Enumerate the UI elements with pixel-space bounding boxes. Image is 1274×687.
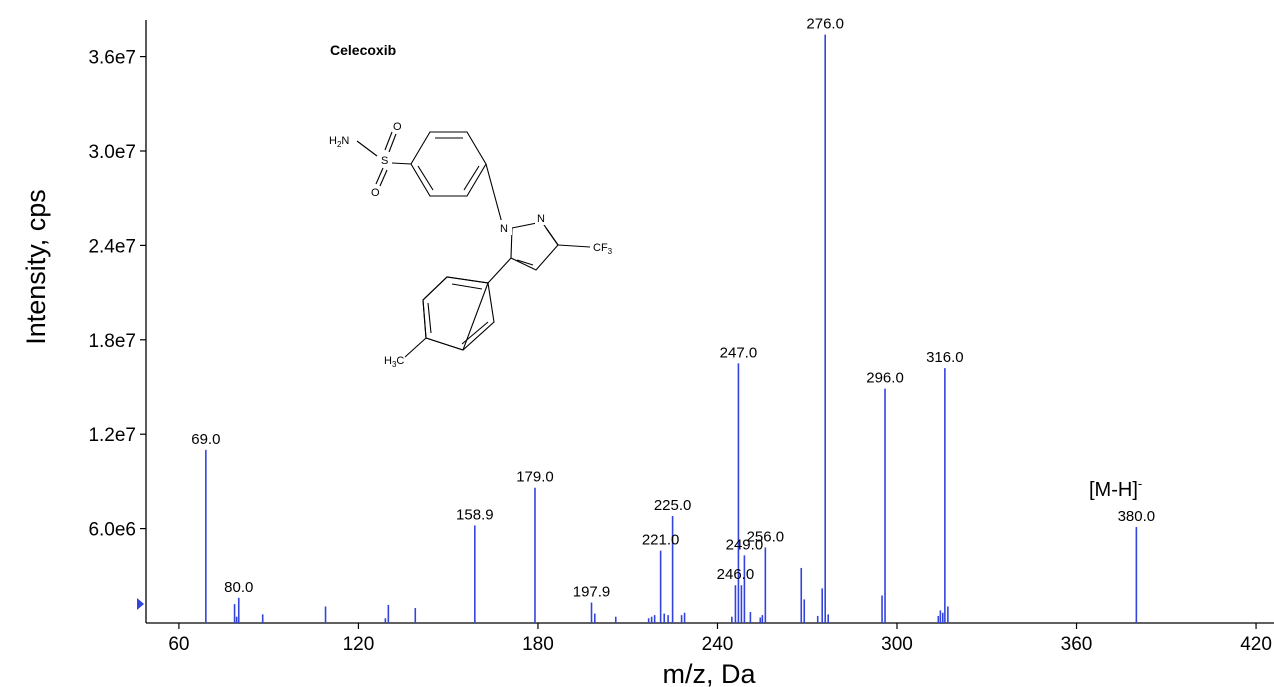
axes: [137, 20, 1274, 624]
y-tick-label: 3.6e7: [88, 48, 136, 69]
y-tick-label: 6.0e6: [88, 520, 136, 541]
x-tick-label: 300: [881, 634, 913, 655]
pyrazole-double-b: [516, 259, 534, 266]
peak-label: 225.0: [654, 497, 692, 514]
ring2-double-b: [461, 321, 489, 345]
peak-label: 221.0: [642, 532, 680, 549]
y-tick-label: 2.4e7: [88, 236, 136, 257]
atom-s: S: [381, 155, 388, 167]
peaks: [205, 34, 1138, 623]
peak-labels: 69.0 80.0 158.9 179.0 197.9 221.0 225.0 246.0 24…: [191, 16, 1155, 601]
pyrazole-double-a: [545, 227, 559, 246]
y-tick-label: 3.0e7: [88, 142, 136, 163]
bond-s-o1b: [384, 131, 393, 151]
atom-nh2-base: H: [329, 135, 337, 147]
peak-label: 276.0: [806, 16, 844, 33]
peak-label: 256.0: [747, 528, 785, 545]
bond-s-ring: [391, 162, 412, 165]
peak-label: 69.0: [191, 431, 220, 448]
atom-n2: N: [537, 213, 545, 225]
atom-ch3-sub: 3: [392, 360, 397, 369]
peak-label: 80.0: [224, 579, 253, 596]
peak-label: 249.0: [726, 536, 764, 553]
y-tick-label: 1.2e7: [88, 425, 136, 446]
bond-cf3: [557, 244, 591, 248]
atom-ch3-tail: C: [396, 355, 404, 367]
atom-cf3-sub: 3: [608, 247, 613, 256]
label-bg-s: [379, 152, 392, 167]
peak-label: 380.0: [1118, 508, 1156, 525]
atom-nh2-tail: N: [341, 135, 349, 147]
label-bg-n1: [498, 220, 512, 235]
bond-s-o1: [388, 133, 397, 153]
x-tick-label: 420: [1240, 634, 1272, 655]
ring1-double-c: [417, 165, 434, 191]
structure-atom-labels: H2N S O O N N CF3 H3C: [329, 121, 613, 369]
atom-cf3-base: CF: [593, 242, 608, 254]
peak-label: 179.0: [516, 469, 554, 486]
peak-label: 296.0: [866, 370, 904, 387]
atom-n1: N: [500, 223, 508, 235]
peak-label: 247.0: [720, 344, 758, 361]
ring1-double-b: [463, 165, 480, 191]
peak-label: 197.9: [573, 584, 611, 601]
atom-nh2: H2N: [329, 135, 349, 149]
x-tick-label: 180: [522, 634, 554, 655]
phenyl-ring-2-full: [422, 276, 495, 351]
x-tick-label: 120: [343, 634, 375, 655]
x-tick-label: 60: [168, 634, 189, 655]
bond-ch3: [404, 337, 427, 358]
label-bg-n2: [535, 210, 549, 225]
atom-o2: O: [371, 187, 380, 199]
atom-nh2-sub: 2: [337, 140, 342, 149]
phenyl-ring-1: [410, 131, 487, 197]
ion-charge: -: [1138, 476, 1142, 491]
peak-label: 246.0: [717, 566, 755, 583]
bond-s-o2: [375, 167, 384, 185]
axis-start-marker: [137, 598, 144, 610]
peak-label: 316.0: [926, 349, 964, 366]
x-tick-label: 240: [702, 634, 734, 655]
atom-cf3: CF3: [593, 242, 613, 256]
celecoxib-structure: [356, 131, 591, 358]
bond-s-o2b: [379, 169, 388, 187]
pyrazole-ring: [510, 221, 559, 271]
bond-pyrazole-tolyl: [487, 257, 512, 284]
ion-label: [M-H]-: [1089, 476, 1142, 501]
peak-label: 158.9: [456, 506, 494, 523]
bond-ring1-n: [485, 163, 503, 224]
ring2-double-a: [451, 283, 483, 290]
ion-label-base: [M-H]: [1089, 479, 1138, 501]
compound-name: Celecoxib: [330, 42, 396, 58]
atom-ch3: H3C: [384, 355, 404, 369]
ring2-double-c: [427, 302, 432, 334]
atom-ch3-base: H: [384, 355, 392, 367]
x-axis-title: m/z, Da: [662, 659, 756, 687]
bond-n-s: [356, 140, 378, 157]
y-axis-title: Intensity, cps: [21, 189, 51, 345]
x-tick-label: 360: [1061, 634, 1093, 655]
x-axis-ticks: 60 120 180 240 300 360 420: [168, 623, 1272, 655]
atom-o1: O: [393, 121, 402, 133]
y-tick-label: 1.8e7: [88, 331, 136, 352]
y-axis-ticks: 6.0e6 1.2e7 1.8e7 2.4e7 3.0e7 3.6e7: [88, 48, 146, 541]
